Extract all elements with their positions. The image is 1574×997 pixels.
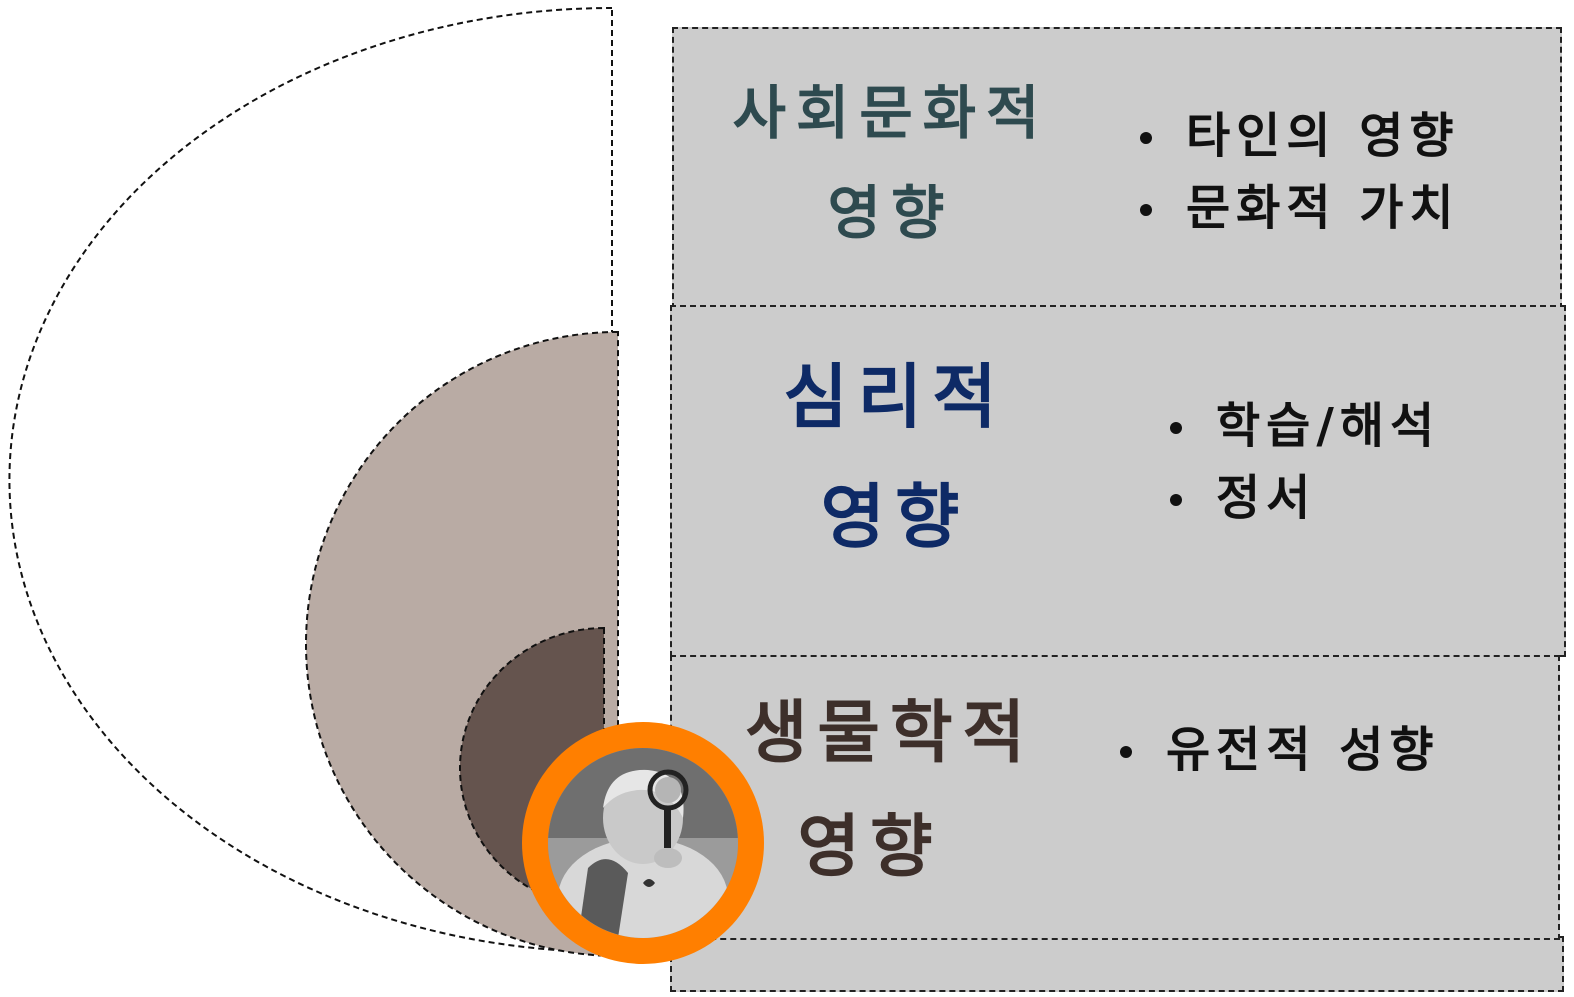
list-item: 유전적 성향	[1120, 714, 1440, 786]
sociocultural-items: 타인의 영향 문화적 가치	[1140, 100, 1460, 244]
list-item: 타인의 영향	[1140, 100, 1460, 172]
psychological-heading-line1: 심리적	[783, 356, 1007, 438]
biological-heading-line1: 생물학적	[744, 694, 1036, 773]
sociocultural-heading-line1: 사회문화적	[732, 79, 1050, 147]
biological-panel	[670, 655, 1560, 940]
bottom-strip	[670, 936, 1564, 992]
psychological-heading: 심리적 영향	[760, 362, 1030, 552]
list-item: 학습/해석	[1170, 390, 1440, 462]
sociocultural-heading-line2: 영향	[827, 179, 955, 247]
sociocultural-panel	[672, 27, 1562, 309]
photo-illustration	[548, 748, 738, 938]
biological-heading-line2: 영향	[797, 808, 943, 887]
child-with-magnifying-glass-photo	[548, 748, 738, 938]
list-item: 정서	[1170, 462, 1440, 534]
biological-heading: 생물학적 영향	[730, 700, 1050, 882]
psychological-panel	[670, 305, 1566, 657]
list-item: 문화적 가치	[1140, 172, 1460, 244]
psychological-heading-line2: 영향	[820, 476, 970, 558]
photo-ring	[522, 722, 764, 964]
biological-items: 유전적 성향	[1120, 714, 1440, 786]
sociocultural-heading: 사회문화적 영향	[726, 84, 1056, 242]
psychological-items: 학습/해석 정서	[1170, 390, 1440, 534]
